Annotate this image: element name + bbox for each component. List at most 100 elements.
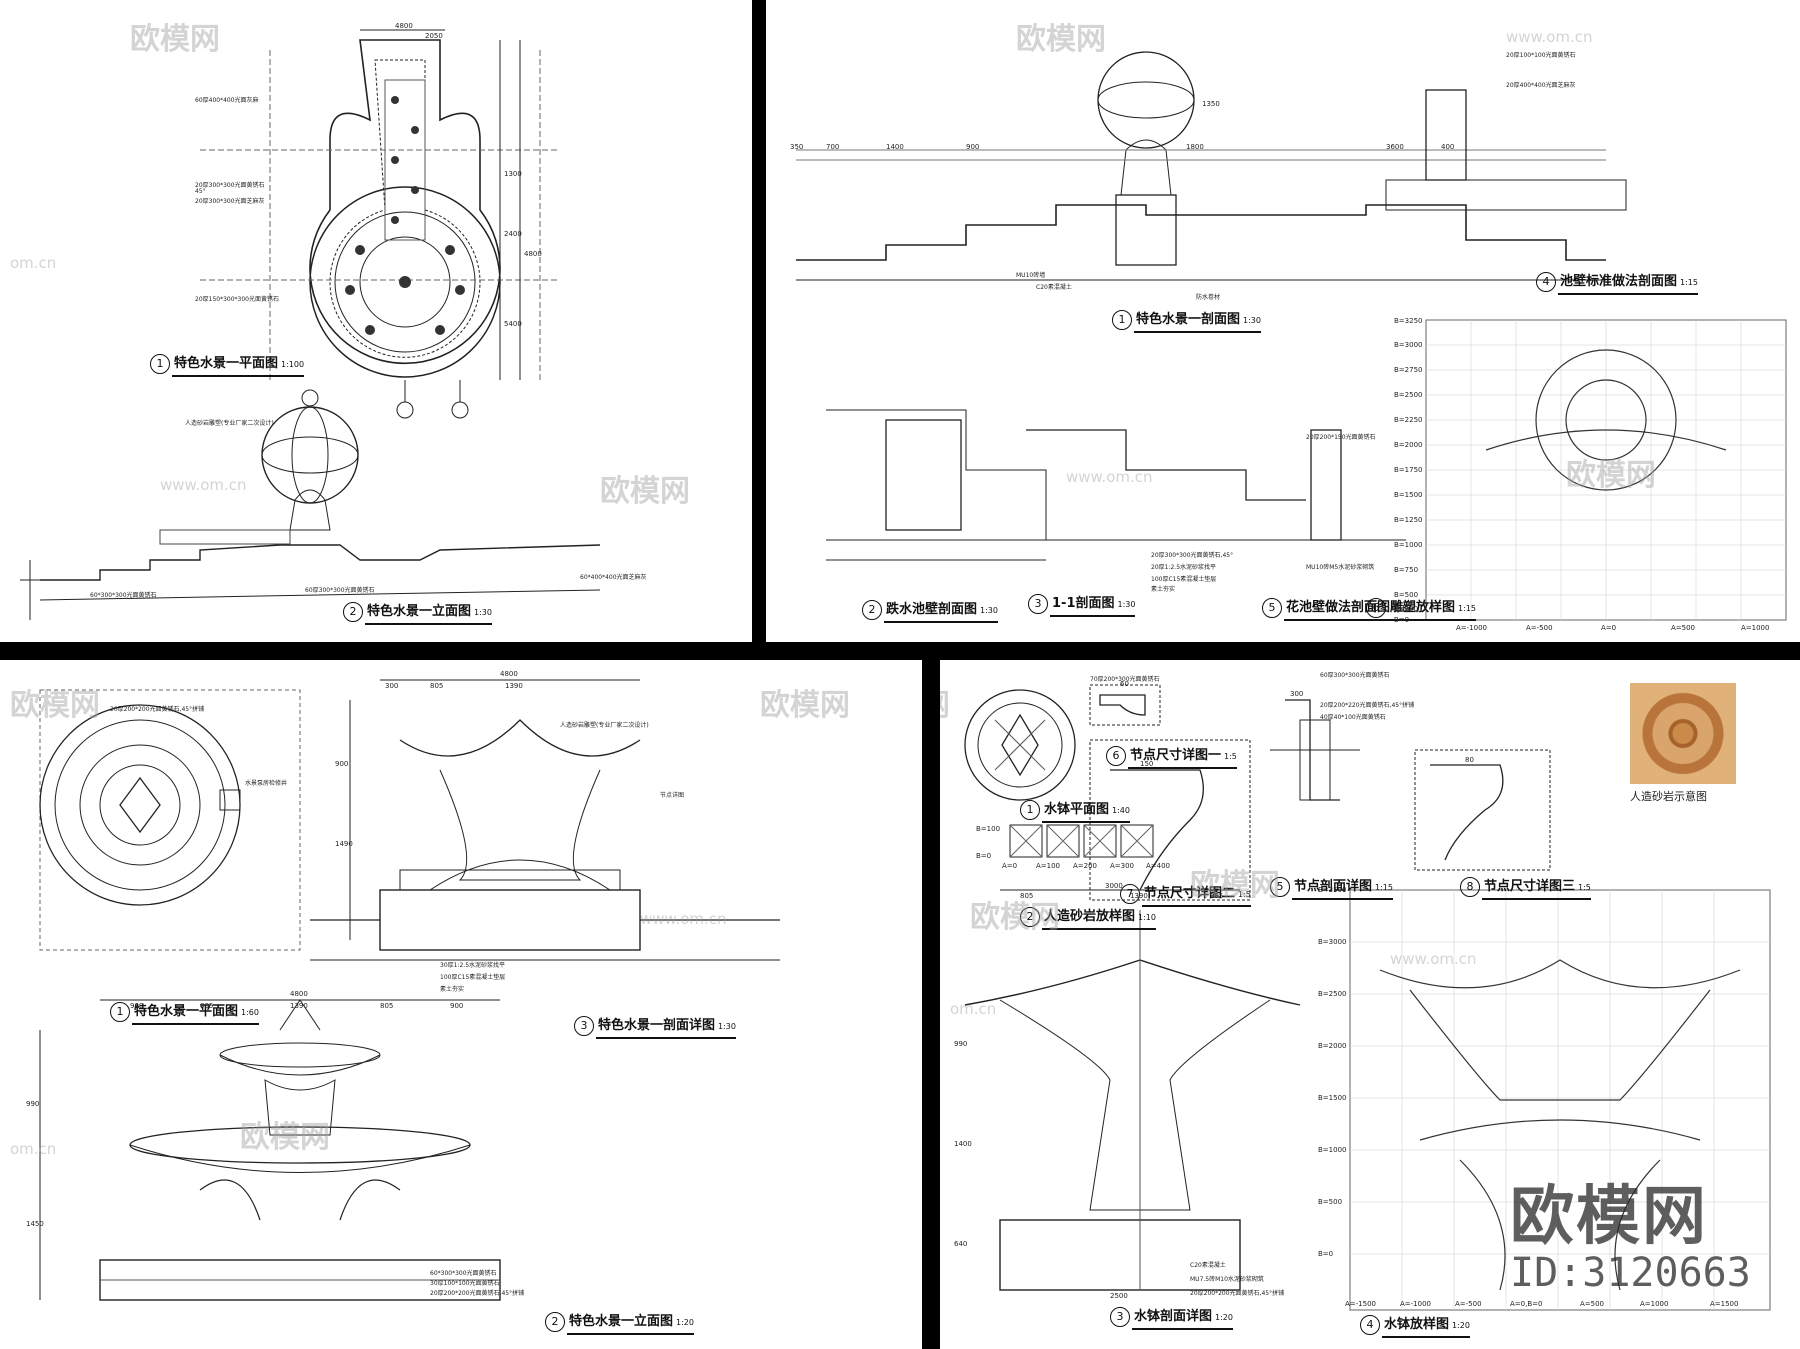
dim: 400 <box>1441 143 1455 151</box>
grid-label: B=1250 <box>1394 516 1423 524</box>
note: 45° <box>195 188 206 195</box>
dim: 4800 <box>524 250 542 258</box>
note: 20厚300*300光面黄锈石,45° <box>1151 552 1234 559</box>
dim: 2050 <box>425 32 443 40</box>
grid-label: B=3250 <box>1394 317 1423 325</box>
dim: 1390 <box>1130 892 1148 900</box>
note: 防水卷材 <box>1196 294 1221 301</box>
dim: 990 <box>954 1040 968 1048</box>
grid-label: B=1000 <box>1394 541 1423 549</box>
note: 20厚300*300光面芝麻灰 <box>195 198 265 205</box>
note: 30厚1:2.5水泥砂浆找平 <box>440 962 506 969</box>
note: 100厚C15素混凝土垫层 <box>440 974 506 981</box>
grid-label: A=-1000 <box>1456 624 1487 632</box>
note: 20厚200*220光面黄锈石,45°拼铺 <box>1320 702 1415 709</box>
grid-label: B=2000 <box>1318 1042 1347 1050</box>
note: 60*300*300光面黄锈石 <box>90 592 157 599</box>
grid-label: A=500 <box>1580 1300 1605 1308</box>
grid-label: B=2500 <box>1394 391 1423 399</box>
grid-label: B=750 <box>1394 566 1419 574</box>
note: MU7.5砖M10水泥砂浆砌筑 <box>1190 1276 1264 1283</box>
grid-label: A=-1500 <box>1345 1300 1376 1308</box>
dim: 2400 <box>504 230 522 238</box>
grid-label: A=-500 <box>1526 624 1553 632</box>
brand-logo: 欧模网 <box>1510 1180 1708 1254</box>
dim: 1300 <box>504 170 522 178</box>
grid-label: A=200 <box>1073 862 1098 870</box>
note: 100厚C15素混凝土垫层 <box>1151 576 1217 583</box>
drawing-fountain-detail <box>39 679 780 1301</box>
grid-label: B=1750 <box>1394 466 1423 474</box>
note: 20厚200*200光面黄锈石,45°拼铺 <box>110 706 205 713</box>
grid-label: B=0 <box>1318 1250 1334 1258</box>
grid-label: A=1000 <box>1640 1300 1669 1308</box>
note: 20厚200*200光面黄锈石,45°拼铺 <box>1190 1290 1285 1297</box>
dim: 80 <box>1465 756 1474 764</box>
dim: 1350 <box>1202 100 1220 108</box>
note: 20厚200*150光面黄锈石 <box>1306 434 1376 441</box>
note: 60厚400*400光面灰麻 <box>195 97 259 104</box>
dim: 1400 <box>954 1140 972 1148</box>
grid-label: A=0 <box>1002 862 1018 870</box>
grid-label: B=500 <box>1394 591 1419 599</box>
grid-label: B=3000 <box>1318 938 1347 946</box>
dim: 300 <box>1290 690 1304 698</box>
grid-label: A=-1000 <box>1400 1300 1431 1308</box>
grid-label: B=2250 <box>1394 416 1423 424</box>
dim: 2500 <box>1110 1292 1128 1300</box>
grid-label: B=3500 <box>1318 886 1347 894</box>
grid-label: B=250 <box>1394 605 1419 613</box>
dim: 900 <box>335 760 349 768</box>
dim: 805 <box>1020 892 1034 900</box>
grid-label: A=1500 <box>1710 1300 1739 1308</box>
note: 20厚100*100光面黄锈石 <box>1506 52 1576 59</box>
dim: 1390 <box>505 682 523 690</box>
grid-label: B=0 <box>976 852 992 860</box>
note: 素土夯实 <box>440 986 465 993</box>
note: 40厚40*100光面黄锈石 <box>1320 714 1386 721</box>
grid-label: B=1500 <box>1318 1094 1347 1102</box>
note: 60厚300*300光面黄锈石 <box>1320 672 1390 679</box>
grid-label: A=500 <box>1671 624 1696 632</box>
dim: 4800 <box>290 990 308 998</box>
grid-label: B=1500 <box>1394 491 1423 499</box>
note: 60厚300*300光面黄锈石 <box>305 587 375 594</box>
grid-label: B=1000 <box>1318 1146 1347 1154</box>
brand-id: ID:3120663 <box>1510 1250 1751 1296</box>
grid-label: B=3000 <box>1394 341 1423 349</box>
dim: 1800 <box>1186 143 1204 151</box>
note: 20厚300*300光面黄锈石 <box>195 182 265 189</box>
dim: 805 <box>1210 892 1224 900</box>
dim: 5400 <box>504 320 522 328</box>
note: 素土夯实 <box>1151 586 1176 593</box>
note: 人造砂岩雕塑(专业厂家二次设计) <box>185 420 274 427</box>
grid-label: B=2000 <box>1394 441 1423 449</box>
note: 70厚200*300光面黄锈石 <box>1090 676 1160 683</box>
dim: 900 <box>130 1002 144 1010</box>
dim: 990 <box>26 1100 40 1108</box>
dim: 1390 <box>290 1002 308 1010</box>
grid-label: A=100 <box>1036 862 1061 870</box>
grid-label: B=2500 <box>1318 990 1347 998</box>
note: 节点详图 <box>660 792 685 799</box>
grid-label: B=500 <box>1318 1198 1343 1206</box>
dim: 3000 <box>1105 882 1123 890</box>
dim: 1400 <box>886 143 904 151</box>
grid-label: A=0,B=0 <box>1510 1300 1543 1308</box>
